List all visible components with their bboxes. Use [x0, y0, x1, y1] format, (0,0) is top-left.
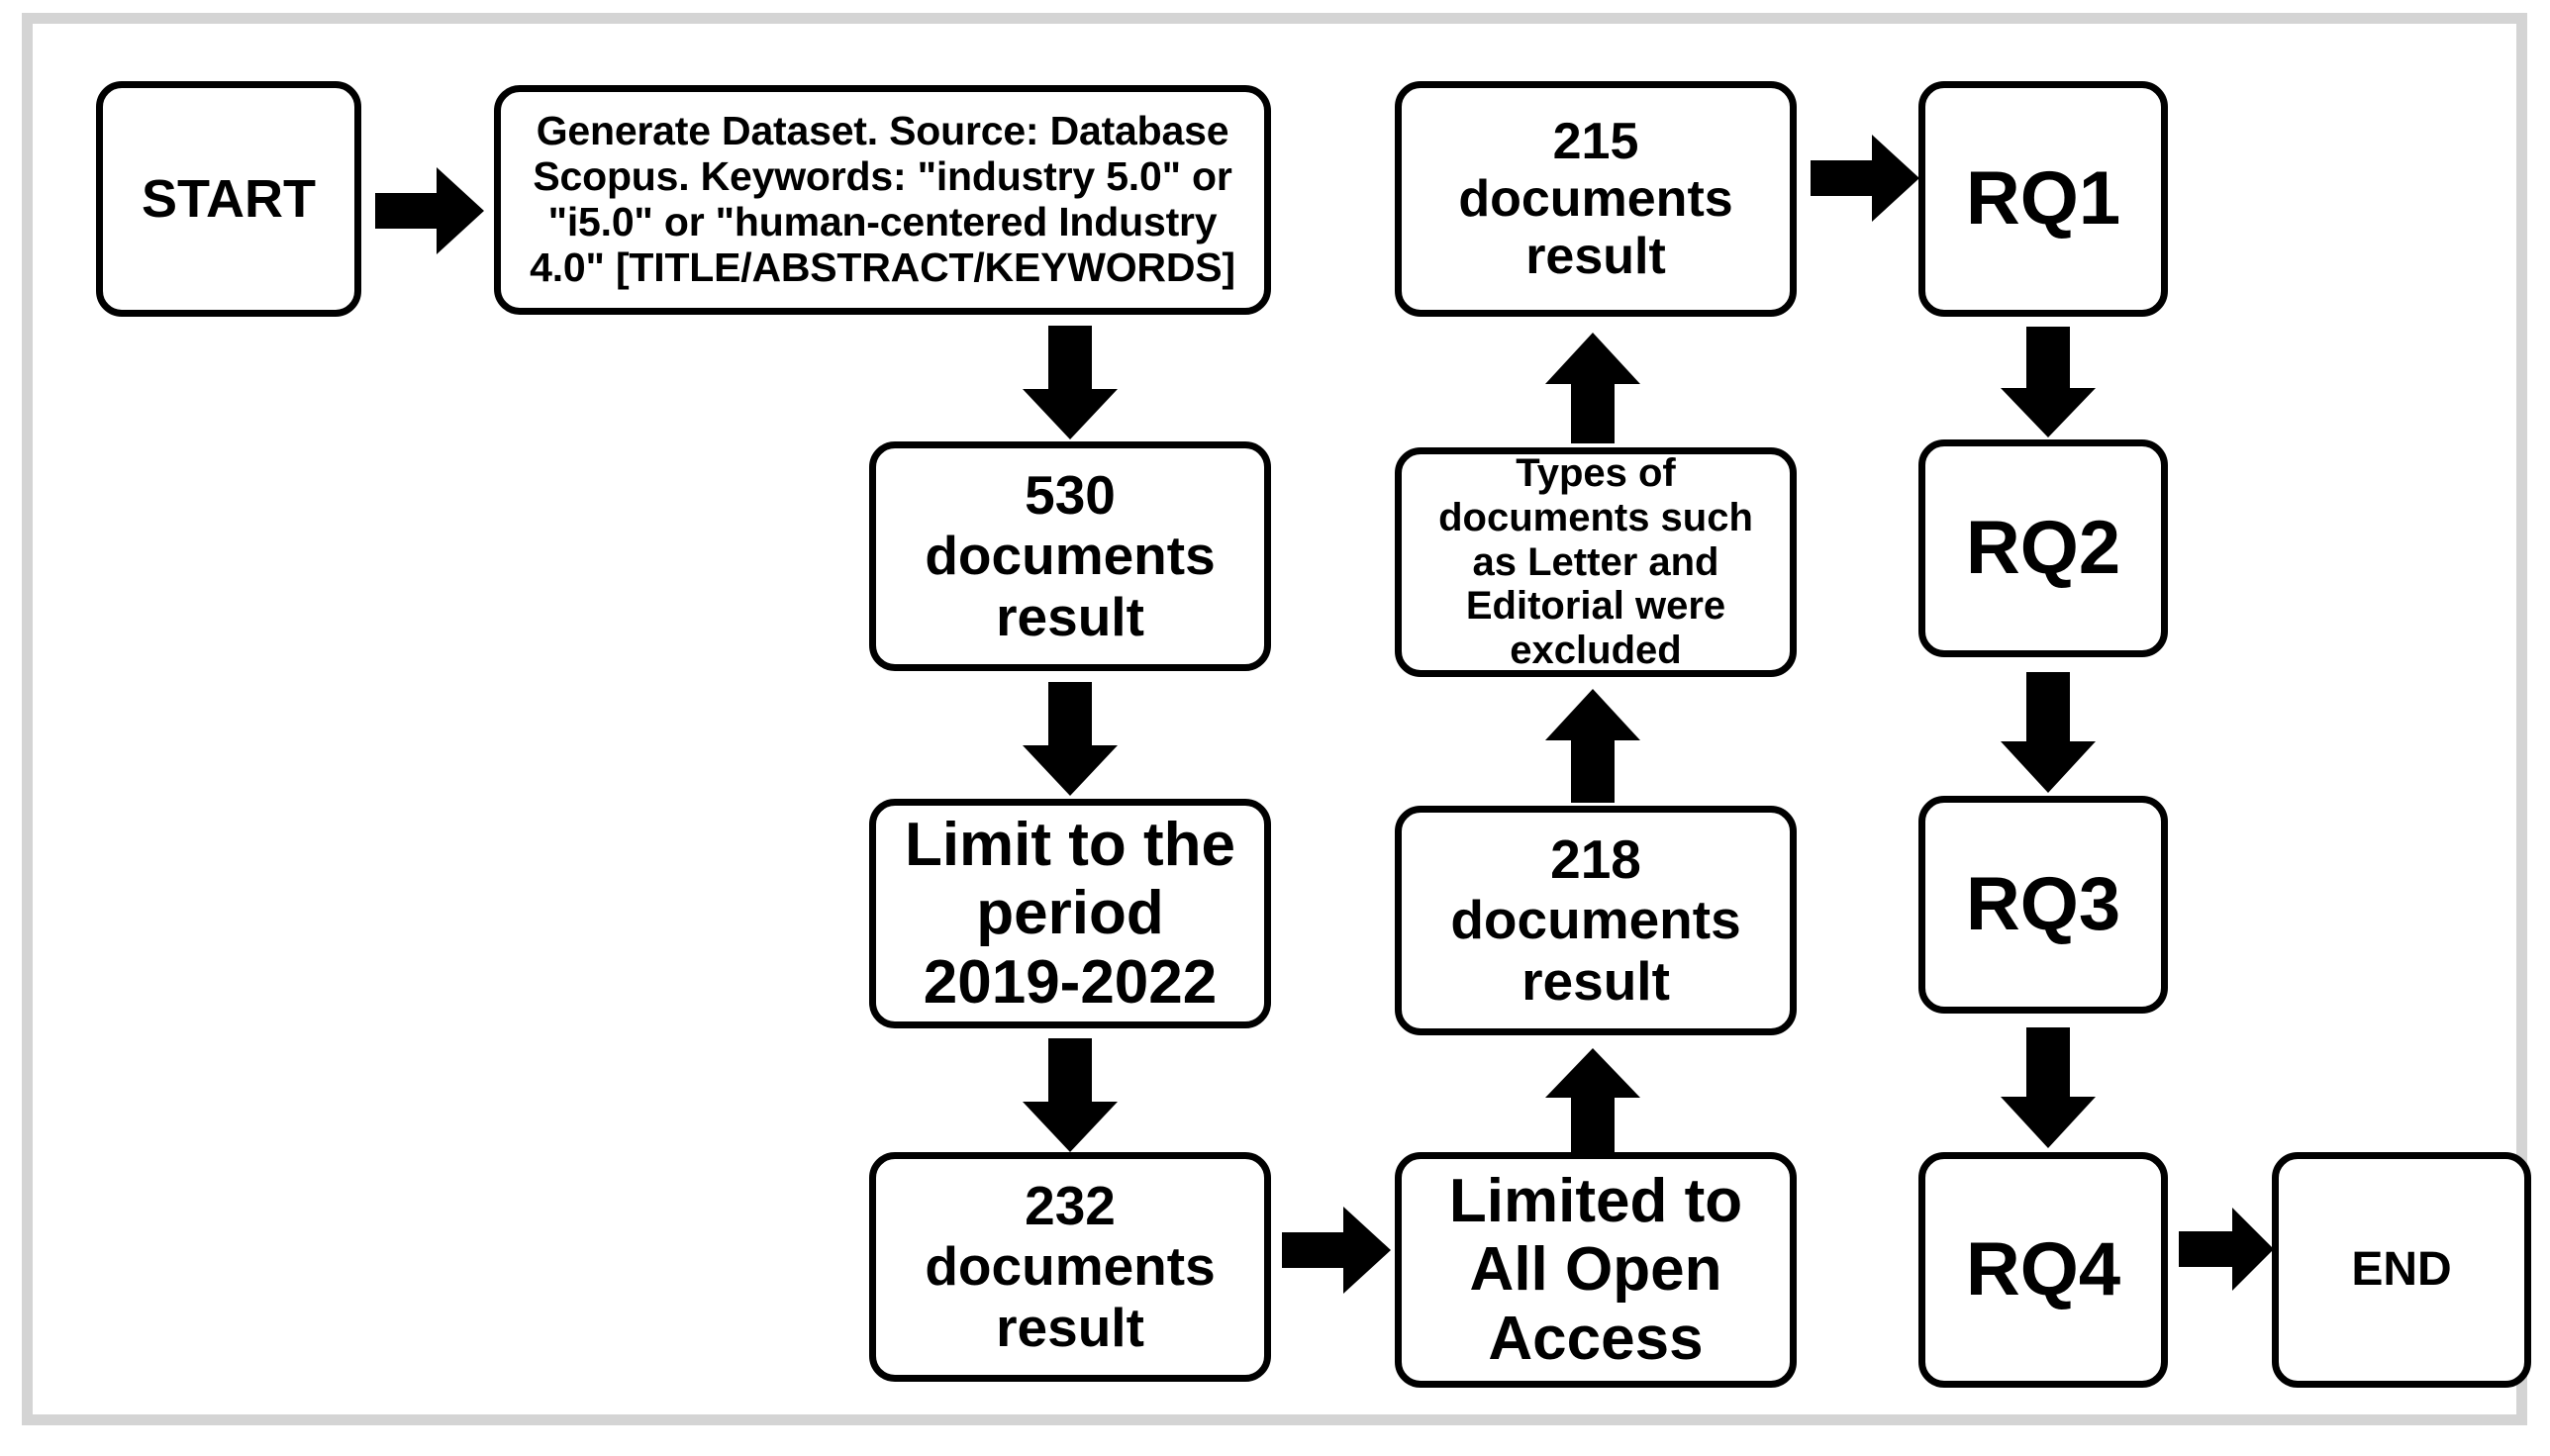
node-530-documents-result-label: 530 documents result — [925, 463, 1216, 647]
node-218-documents-result-label: 218 documents result — [1450, 827, 1741, 1012]
node-start-label: START — [142, 168, 316, 229]
node-rq4[interactable]: RQ4 — [1918, 1152, 2168, 1388]
node-rq2[interactable]: RQ2 — [1918, 439, 2168, 657]
arrow-right-icon-start-to-generate — [375, 167, 484, 254]
arrow-down-icon-limit-period-to-232 — [1023, 1038, 1118, 1152]
arrow-up-icon-types-excluded-to-215 — [1545, 333, 1640, 443]
arrow-down-icon-rq3-to-rq4 — [2001, 1027, 2096, 1148]
node-limit-to-period-label: Limit to the period 2019-2022 — [904, 810, 1236, 1017]
node-rq2-label: RQ2 — [1965, 506, 2121, 591]
node-limit-to-period[interactable]: Limit to the period 2019-2022 — [869, 799, 1271, 1028]
node-rq1-label: RQ1 — [1965, 156, 2121, 242]
node-232-documents-result[interactable]: 232 documents result — [869, 1152, 1271, 1382]
arrow-down-icon-rq2-to-rq3 — [2001, 672, 2096, 793]
node-types-of-documents-excluded-label: Types of documents such as Letter and Ed… — [1438, 451, 1753, 673]
node-218-documents-result[interactable]: 218 documents result — [1395, 806, 1797, 1035]
node-end[interactable]: END — [2272, 1152, 2531, 1388]
node-types-of-documents-excluded[interactable]: Types of documents such as Letter and Ed… — [1395, 447, 1797, 677]
arrow-down-icon-530-to-limit-period — [1023, 682, 1118, 796]
node-rq1[interactable]: RQ1 — [1918, 81, 2168, 317]
node-232-documents-result-label: 232 documents result — [925, 1174, 1216, 1358]
node-215-documents-result[interactable]: 215 documents result — [1395, 81, 1797, 317]
node-limited-to-all-open-access-label: Limited to All Open Access — [1448, 1166, 1743, 1373]
node-rq4-label: RQ4 — [1965, 1227, 2121, 1312]
node-215-documents-result-label: 215 documents result — [1458, 112, 1733, 286]
node-rq3-label: RQ3 — [1965, 862, 2121, 947]
node-start[interactable]: START — [96, 81, 361, 317]
arrow-right-icon-215-to-rq1 — [1811, 135, 1919, 222]
arrow-right-icon-232-to-open-access — [1282, 1207, 1391, 1294]
arrow-up-icon-218-to-types-excluded — [1545, 689, 1640, 803]
node-rq3[interactable]: RQ3 — [1918, 796, 2168, 1014]
diagram-outer-frame: START Generate Dataset. Source: Database… — [22, 13, 2531, 1425]
node-530-documents-result[interactable]: 530 documents result — [869, 441, 1271, 671]
arrow-down-icon-generate-to-530 — [1023, 326, 1118, 439]
arrow-down-icon-rq1-to-rq2 — [2001, 327, 2096, 437]
node-end-label: END — [2351, 1243, 2452, 1297]
arrow-up-icon-open-access-to-218 — [1545, 1048, 1640, 1155]
node-generate-dataset-label: Generate Dataset. Source: Database Scopu… — [530, 108, 1235, 290]
node-limited-to-all-open-access[interactable]: Limited to All Open Access — [1395, 1152, 1797, 1388]
arrow-right-icon-rq4-to-end — [2179, 1208, 2274, 1291]
node-generate-dataset[interactable]: Generate Dataset. Source: Database Scopu… — [494, 85, 1271, 315]
